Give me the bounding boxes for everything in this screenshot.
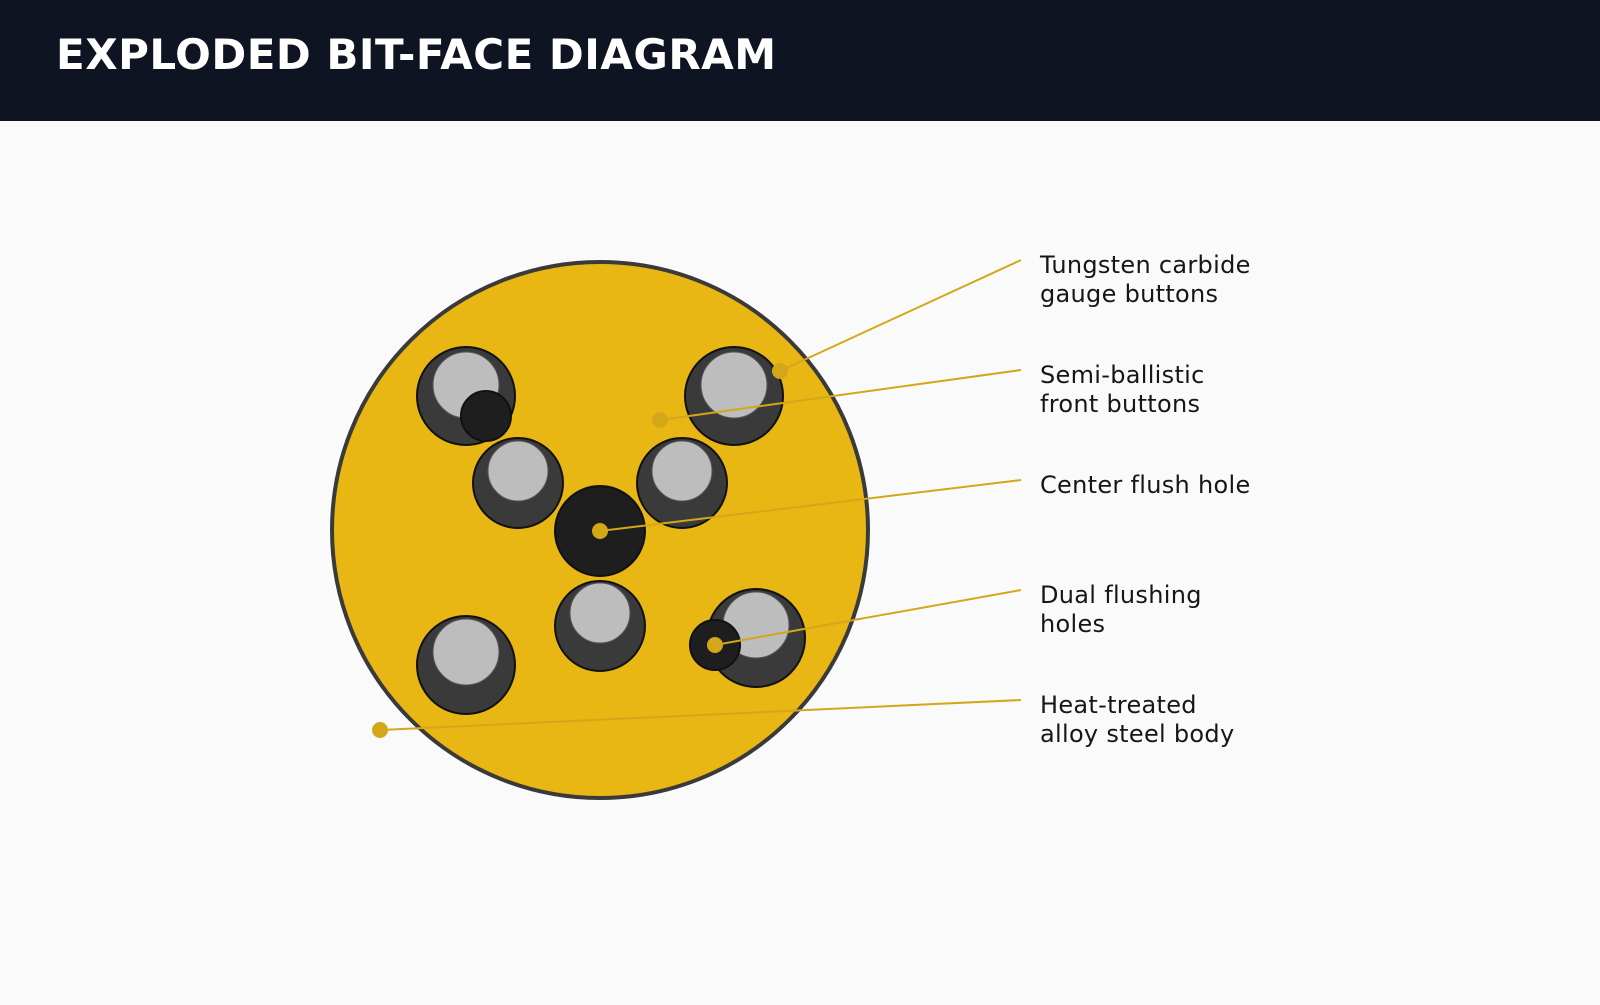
gauge-button bbox=[416, 615, 516, 715]
anchor-dot-alloy-body bbox=[372, 722, 388, 738]
flushing-hole bbox=[460, 390, 512, 442]
anchor-dot-front-buttons bbox=[652, 412, 668, 428]
leader-line-alloy-body bbox=[379, 699, 1022, 731]
page-title: EXPLODED BIT-FACE DIAGRAM bbox=[56, 30, 777, 79]
leader-line-dual-flushing-holes bbox=[714, 589, 1022, 646]
front-button bbox=[472, 437, 564, 529]
leader-line-front-buttons bbox=[659, 369, 1022, 421]
leader-line-gauge-buttons bbox=[779, 259, 1022, 372]
header-bar: EXPLODED BIT-FACE DIAGRAM bbox=[0, 0, 1600, 121]
front-button bbox=[636, 437, 728, 529]
anchor-dot-center-flush-hole bbox=[592, 523, 608, 539]
front-button bbox=[554, 580, 646, 672]
leader-line-center-flush-hole bbox=[599, 479, 1022, 532]
anchor-dot-gauge-buttons bbox=[772, 363, 788, 379]
anchor-dot-dual-flushing-holes bbox=[707, 637, 723, 653]
gauge-button bbox=[684, 346, 784, 446]
